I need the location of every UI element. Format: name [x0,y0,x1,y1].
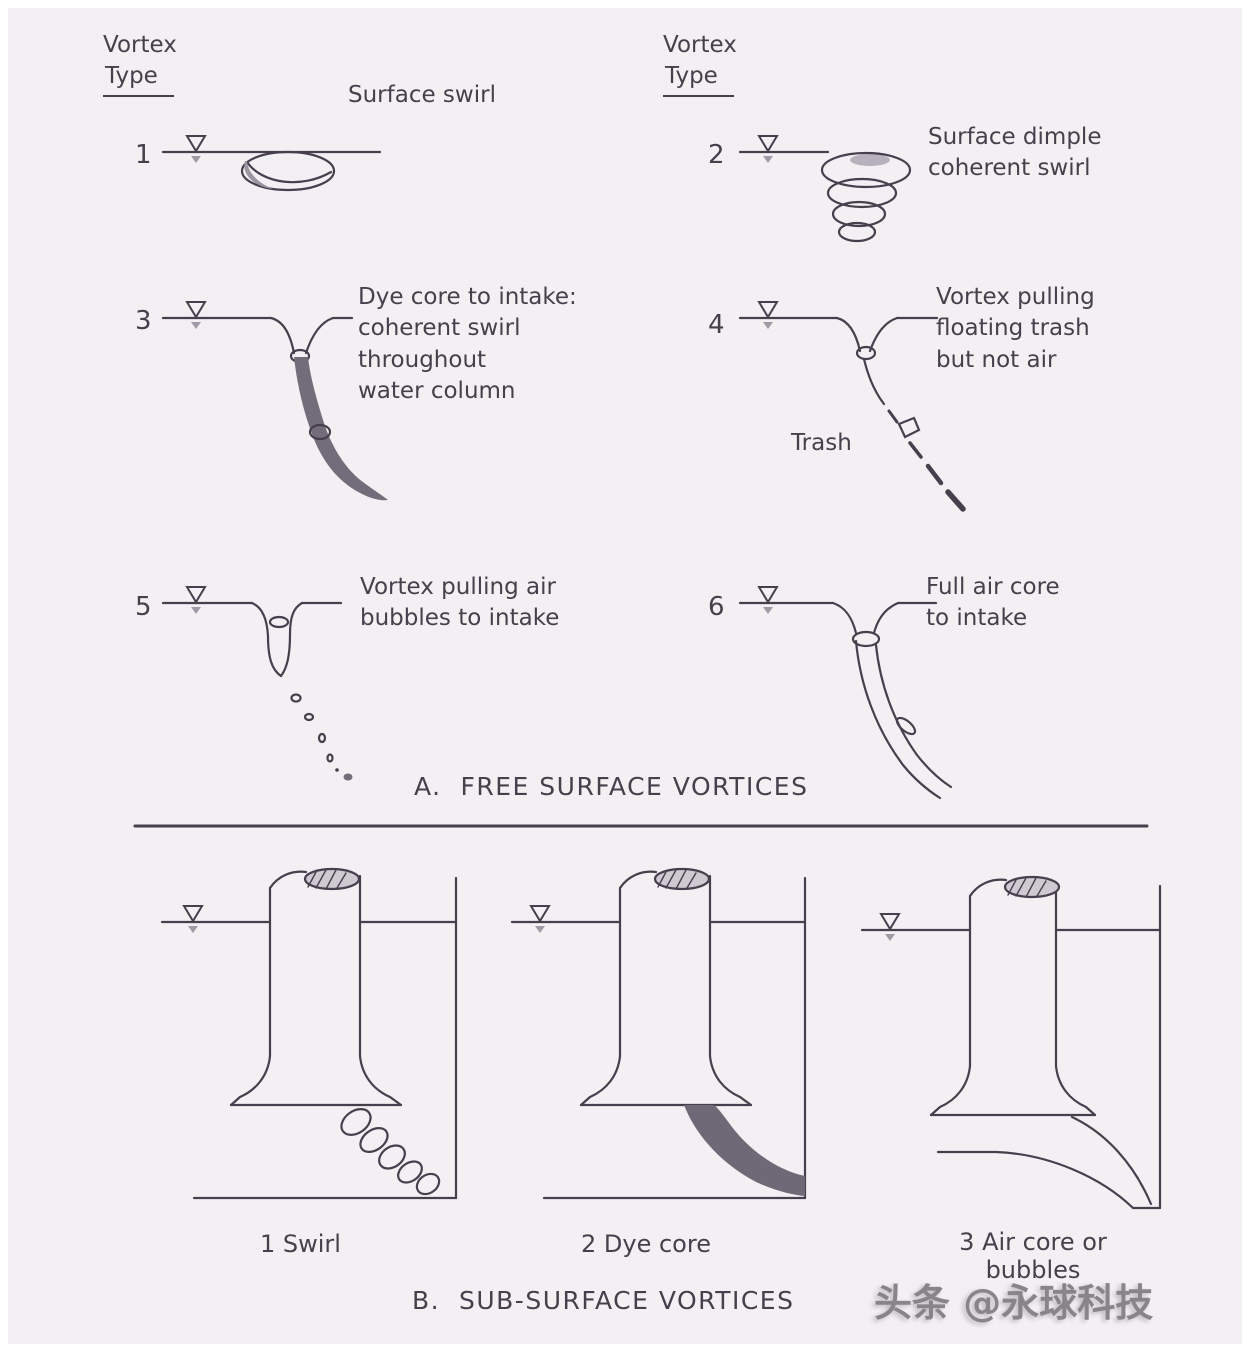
type5-label: Vortex pulling air bubbles to intake [360,574,560,632]
type6-full-air-core-drawing [738,601,953,800]
watermark-text: 头条 @永球科技 [874,1281,1154,1325]
type1-surface-swirl-drawing [161,150,382,192]
subsurface-label-air-core: 3 Air core or bubbles [959,1228,1107,1284]
section-a-title: A. FREE SURFACE VORTICES [414,772,809,801]
water-surface-icon [182,904,204,935]
type1-label: Surface swirl [348,82,496,108]
section-b-title: B. SUB-SURFACE VORTICES [412,1286,795,1315]
type6-label: Full air core to intake [926,574,1060,632]
subsurface-label-swirl: 1 Swirl [260,1230,341,1258]
type2-number: 2 [708,140,725,170]
vortex-type-header-left: Vortex Type [103,30,177,98]
header-word-vortex: Vortex [663,32,737,58]
subsurface-dye-core-drawing [510,867,807,1200]
figure-background [8,8,1242,1344]
vortex-type-header-right: Vortex Type [663,30,737,98]
type5-number: 5 [135,592,152,622]
water-surface-icon [185,585,207,616]
subsurface-air-core-drawing [860,875,1162,1210]
type5-air-bubbles-drawing [161,601,353,781]
water-surface-icon [529,904,551,935]
subsurface-swirl-drawing [160,867,458,1200]
subsurface-label-dye-core: 2 Dye core [581,1230,711,1258]
water-surface-icon [879,912,901,943]
header-word-type: Type [103,61,174,98]
water-surface-icon [757,585,779,616]
type3-label: Dye core to intake: coherent swirl throu… [358,284,577,404]
type2-coherent-swirl-drawing [738,150,912,243]
header-word-vortex: Vortex [103,32,177,58]
type3-dye-core-drawing [161,316,388,501]
type1-number: 1 [135,140,152,170]
water-surface-icon [757,300,779,331]
type2-label: Surface dimple coherent swirl [928,124,1102,182]
water-surface-icon [185,134,207,165]
type6-number: 6 [708,592,725,622]
header-word-type: Type [663,61,734,98]
water-surface-icon [757,134,779,165]
type4-floating-trash-drawing [738,316,966,512]
trash-annotation: Trash [791,430,852,456]
water-surface-icon [185,300,207,331]
type4-number: 4 [708,310,725,340]
type3-number: 3 [135,306,152,336]
type4-label: Vortex pulling floating trash but not ai… [936,284,1095,373]
